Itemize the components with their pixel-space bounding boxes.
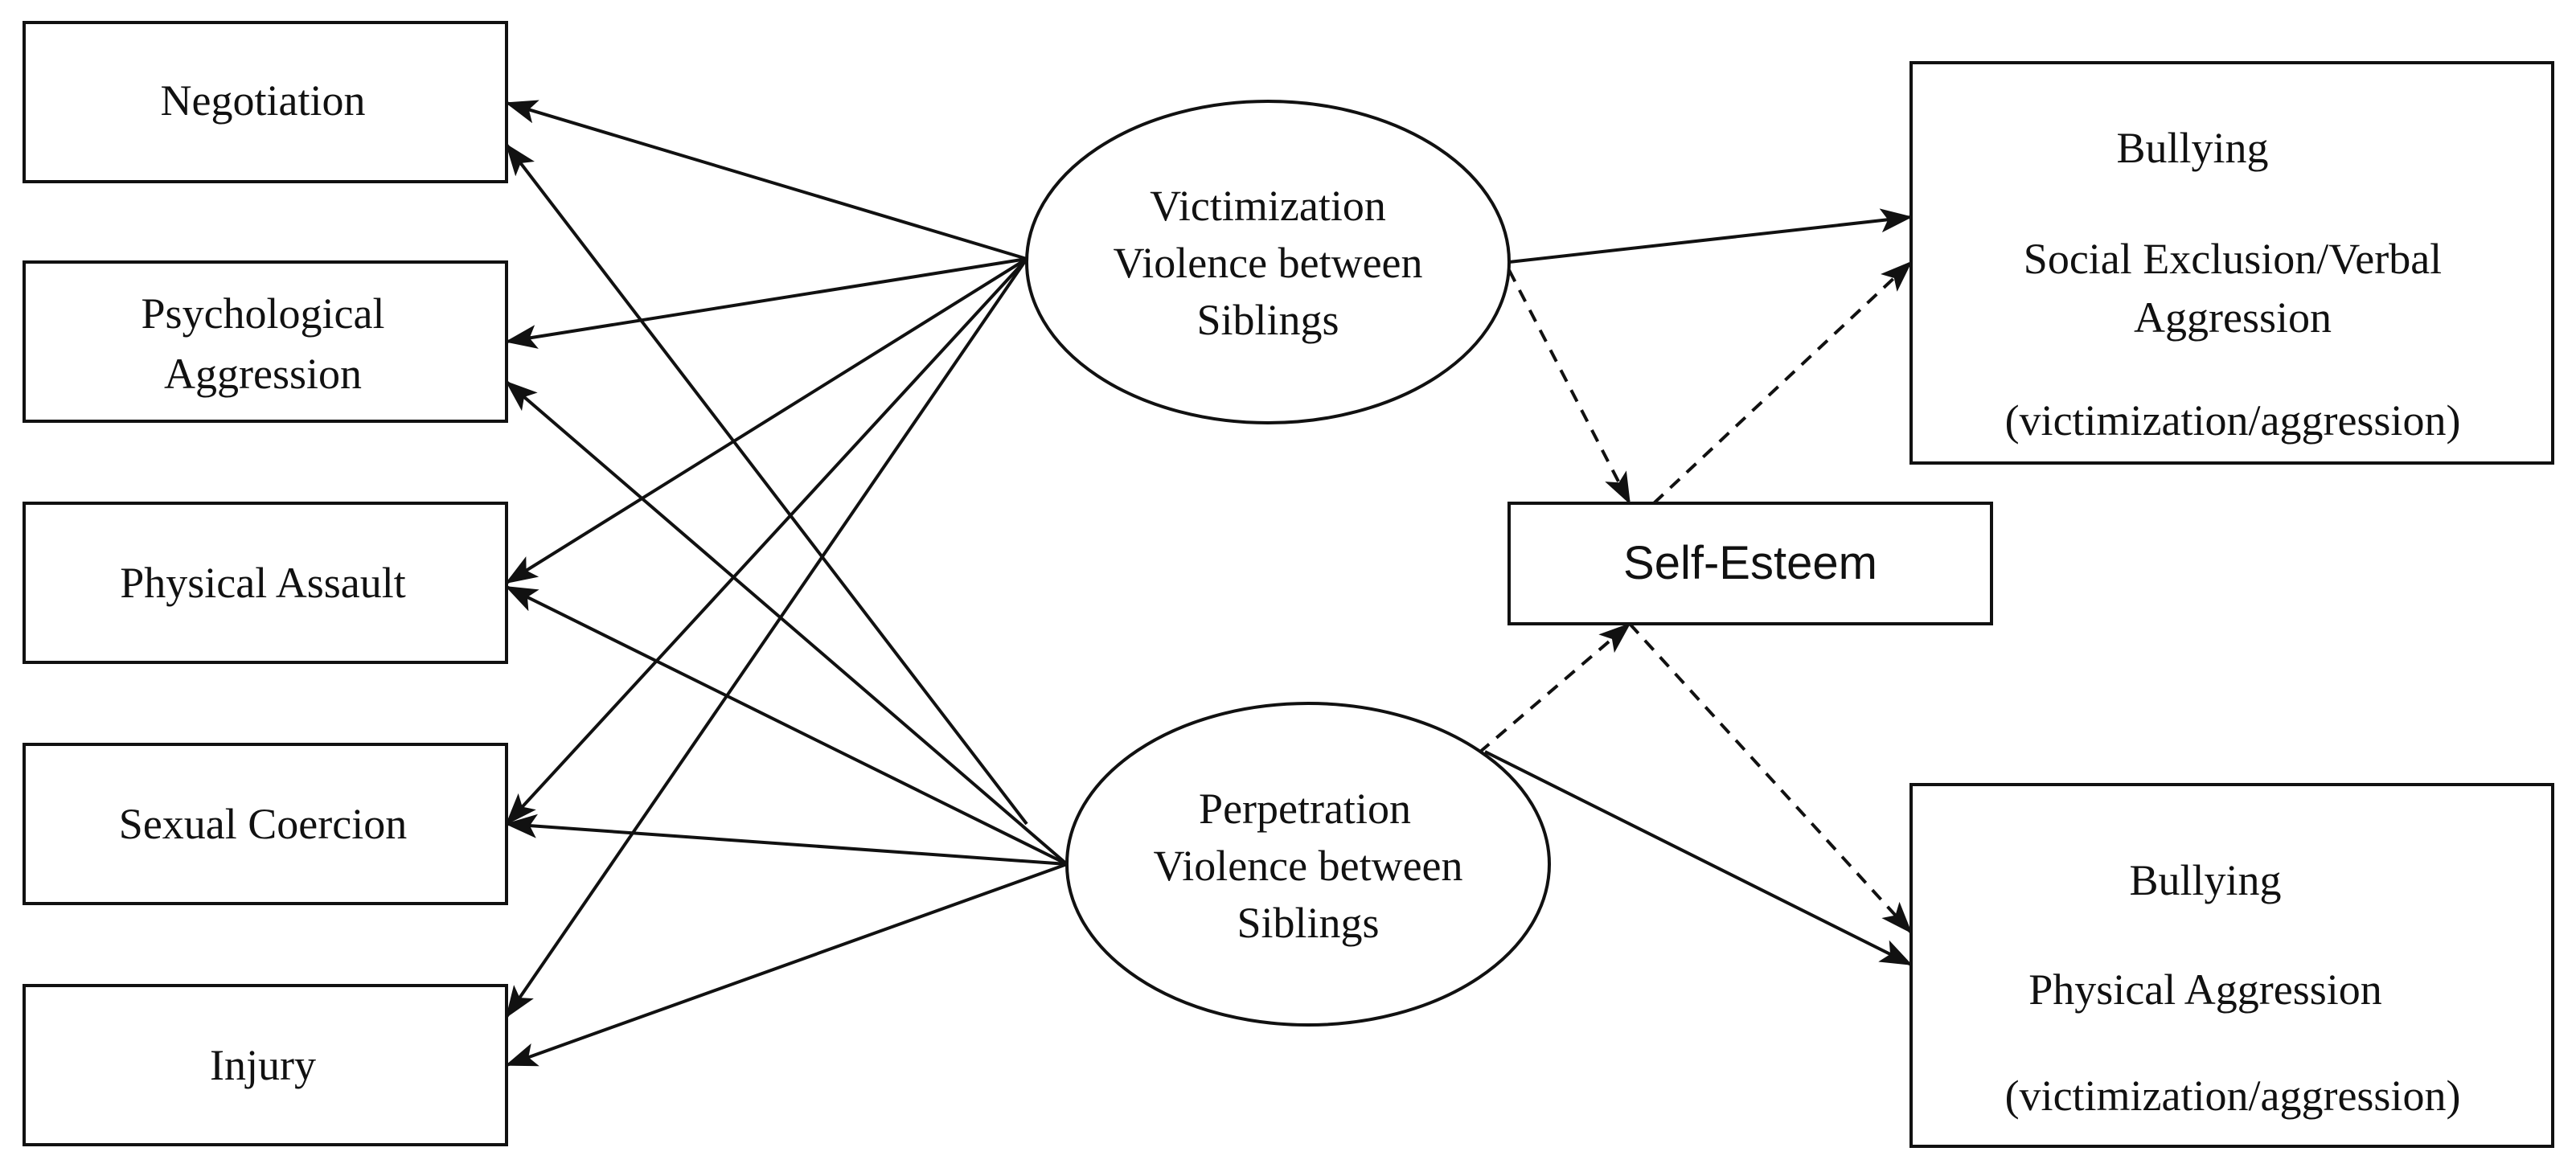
svg-text:(victimization/aggression): (victimization/aggression)	[2005, 396, 2461, 445]
svg-text:Siblings: Siblings	[1237, 899, 1379, 947]
node-perpetration: Perpetration Violence between Siblings	[1065, 702, 1551, 1027]
svg-text:Self-Esteem: Self-Esteem	[1623, 537, 1877, 589]
svg-text:Physical Aggression: Physical Aggression	[2028, 965, 2382, 1014]
svg-text:Bullying: Bullying	[2116, 124, 2268, 172]
edge-victimization-to-psychological	[505, 257, 1028, 349]
edges	[505, 100, 1913, 1067]
edge-victimization-to-physical-assault	[505, 257, 1028, 584]
node-self-esteem: Self-Esteem	[1507, 502, 1993, 625]
edge-perpetration-to-injury	[505, 863, 1068, 1067]
edge-self-esteem-to-bullying-social	[1652, 260, 1913, 505]
node-negotiation: Negotiation	[23, 21, 508, 183]
svg-text:Victimization: Victimization	[1150, 182, 1386, 230]
node-bullying-physical-line-3: (victimization/aggression)	[2005, 1072, 2461, 1120]
edge-perpetration-to-self-esteem	[1478, 622, 1631, 754]
node-victimization-line-3: Siblings	[1196, 296, 1339, 344]
svg-text:(victimization/aggression): (victimization/aggression)	[2005, 1072, 2461, 1120]
svg-text:Sexual Coercion: Sexual Coercion	[119, 800, 407, 848]
node-perpetration-line-2: Violence between	[1153, 842, 1462, 890]
svg-text:Violence between: Violence between	[1153, 842, 1462, 890]
node-perpetration-line-1: Perpetration	[1199, 785, 1411, 833]
svg-text:Aggression: Aggression	[164, 350, 362, 398]
svg-text:Psychological: Psychological	[142, 289, 385, 338]
edge-perpetration-to-physical-assault	[505, 585, 1068, 866]
svg-text:Violence between: Violence between	[1113, 239, 1422, 287]
node-psychological-line-2: Aggression	[164, 350, 362, 398]
edge-victimization-to-bullying-social	[1508, 208, 1913, 264]
svg-text:Siblings: Siblings	[1196, 296, 1339, 344]
node-bullying-social-verbal: Bullying Social Exclusion/Verbal Aggress…	[1909, 61, 2554, 465]
svg-text:Bullying: Bullying	[2129, 856, 2281, 904]
svg-text:Negotiation: Negotiation	[161, 76, 366, 125]
node-victimization: Victimization Violence between Siblings	[1025, 100, 1511, 424]
edge-perpetration-to-sexual-coercion	[505, 814, 1068, 866]
edge-victimization-to-sexual-coercion	[505, 257, 1028, 826]
node-victimization-line-2: Violence between	[1113, 239, 1422, 287]
node-bullying-social-line-3: Aggression	[2134, 293, 2332, 342]
node-injury-line: Injury	[210, 1041, 316, 1089]
node-self-esteem-line: Self-Esteem	[1623, 537, 1877, 589]
node-injury: Injury	[23, 984, 508, 1146]
node-physical-assault: Physical Assault	[23, 502, 508, 664]
node-physical-assault-line: Physical Assault	[120, 559, 406, 607]
node-victimization-line-1: Victimization	[1150, 182, 1386, 230]
edge-self-esteem-to-bullying-physical	[1628, 622, 1913, 934]
node-bullying-social-line-4: (victimization/aggression)	[2005, 396, 2461, 445]
node-bullying-social-line-2: Social Exclusion/Verbal	[2024, 235, 2442, 283]
edge-perpetration-to-negotiation	[505, 143, 1028, 826]
node-psychological-aggression: Psychological Aggression	[23, 260, 508, 423]
node-sexual-coercion: Sexual Coercion	[23, 743, 508, 905]
svg-text:Perpetration: Perpetration	[1199, 785, 1411, 833]
svg-text:Aggression: Aggression	[2134, 293, 2332, 342]
node-bullying-social-line-1: Bullying	[2116, 124, 2268, 172]
node-bullying-physical-line-2: Physical Aggression	[2028, 965, 2382, 1014]
svg-text:Injury: Injury	[210, 1041, 316, 1089]
edge-victimization-to-injury	[505, 257, 1028, 1018]
svg-text:Physical Assault: Physical Assault	[120, 559, 406, 607]
node-sexual-coercion-line: Sexual Coercion	[119, 800, 407, 848]
node-bullying-physical-line-1: Bullying	[2129, 856, 2281, 904]
node-negotiation-line: Negotiation	[161, 76, 366, 125]
svg-text:Social Exclusion/Verbal: Social Exclusion/Verbal	[2024, 235, 2442, 283]
edge-perpetration-to-bullying-physical	[1484, 750, 1913, 966]
edge-victimization-to-negotiation	[505, 100, 1028, 260]
edge-perpetration-to-psychological	[505, 380, 1069, 866]
node-psychological-line-1: Psychological	[142, 289, 385, 338]
edge-victimization-to-self-esteem	[1507, 269, 1631, 505]
node-bullying-physical: Bullying Physical Aggression (victimizat…	[1909, 783, 2554, 1148]
node-perpetration-line-3: Siblings	[1237, 899, 1379, 947]
